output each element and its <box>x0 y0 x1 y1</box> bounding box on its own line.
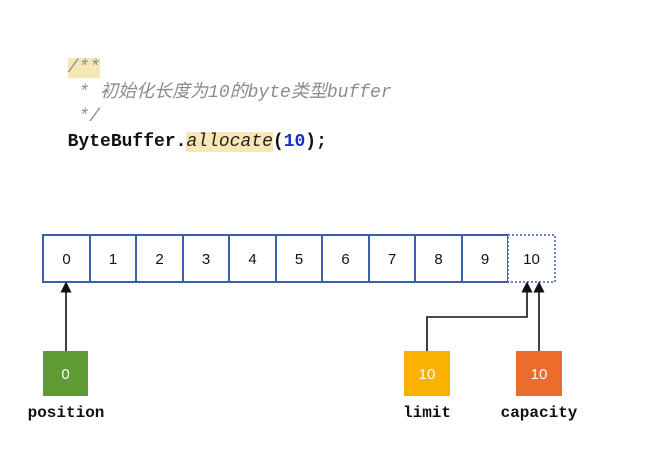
limit-pointer: 10 limit <box>403 351 451 422</box>
code-class-name: ByteBuffer <box>67 132 176 152</box>
position-pointer: 0 position <box>28 351 105 422</box>
buffer-cell-7: 7 <box>368 234 416 283</box>
cell-index-label: 8 <box>434 251 442 268</box>
comment-text-byte: byte <box>247 83 291 103</box>
comment-text-cjk-3: 类型 <box>290 83 327 103</box>
cell-index-label: 7 <box>388 251 396 268</box>
buffer-cell-9: 9 <box>461 234 509 283</box>
buffer-cell-1: 1 <box>89 234 137 283</box>
cell-index-label: 9 <box>481 251 489 268</box>
cell-index-label: 6 <box>341 251 349 268</box>
code-paren-close: ); <box>305 132 327 152</box>
comment-text-cjk-1: 初始化长度为 <box>100 83 209 103</box>
cell-index-label: 3 <box>202 251 210 268</box>
comment-line-1: /** <box>46 35 101 79</box>
buffer-cell-end: 10 <box>507 234 556 283</box>
limit-value: 10 <box>419 366 436 383</box>
comment-text-num: 10 <box>208 83 230 103</box>
code-dot: . <box>175 132 187 152</box>
buffer-cells: 0 1 2 3 4 5 6 7 <box>42 234 509 283</box>
comment-line-3: */ <box>46 84 100 128</box>
code-statement: ByteBuffer.allocate(10); <box>46 109 327 153</box>
buffer-cell-3: 3 <box>182 234 230 283</box>
position-box <box>43 351 88 396</box>
capacity-label: capacity <box>501 404 578 422</box>
comment-text-buffer: buffer <box>326 83 392 103</box>
limit-label: limit <box>403 404 451 422</box>
cell-end-label: 10 <box>523 251 540 268</box>
cell-index-label: 0 <box>62 251 70 268</box>
comment-close: */ <box>67 107 101 127</box>
buffer-cell-4: 4 <box>228 234 277 283</box>
limit-box <box>404 351 450 396</box>
position-label: position <box>28 404 105 422</box>
capacity-pointer: 10 capacity <box>501 351 578 422</box>
buffer-cell-0: 0 <box>42 234 91 283</box>
code-argument: 10 <box>283 132 306 152</box>
comment-star: * <box>67 83 101 103</box>
cell-index-label: 4 <box>248 251 256 268</box>
position-value: 0 <box>61 366 69 383</box>
capacity-value: 10 <box>531 366 548 383</box>
buffer-cell-5: 5 <box>275 234 323 283</box>
comment-text-cjk-2: 的 <box>229 83 248 103</box>
cell-index-label: 2 <box>155 251 163 268</box>
buffer-cell-6: 6 <box>321 234 370 283</box>
comment-open: /** <box>67 58 101 78</box>
capacity-box <box>516 351 562 396</box>
code-method-name: allocate <box>186 132 273 152</box>
comment-line-2: * 初始化长度为10的byte类型buffer <box>46 60 392 104</box>
cell-index-label: 1 <box>109 251 117 268</box>
buffer-cell-2: 2 <box>135 234 184 283</box>
cell-index-label: 5 <box>295 251 303 268</box>
code-paren-open: ( <box>272 132 284 152</box>
buffer-cell-8: 8 <box>414 234 463 283</box>
limit-arrow <box>426 281 533 351</box>
